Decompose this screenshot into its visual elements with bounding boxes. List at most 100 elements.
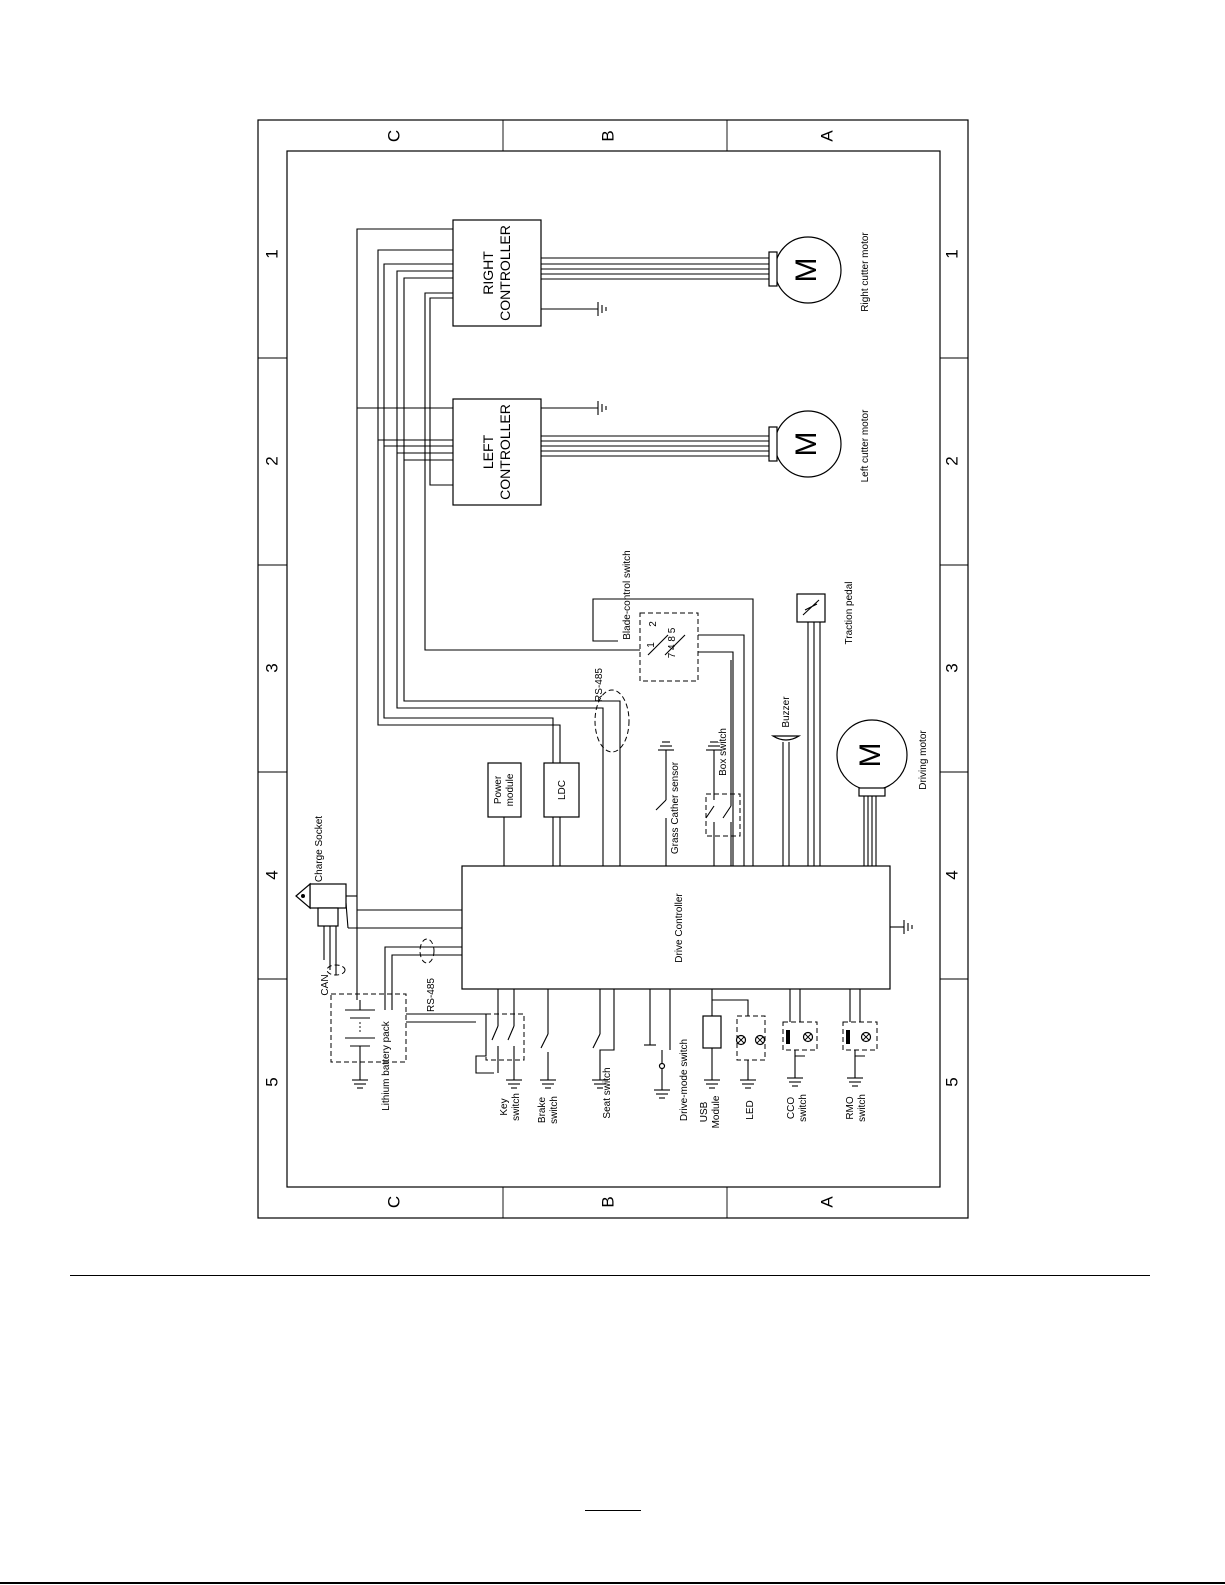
left-cutter-motor-label: Left cutter motor [860,409,871,482]
rmo-switch-label: switch [857,1094,868,1122]
battery-icon [345,1000,375,1089]
zone-dividers [258,120,968,1218]
driving-motor-label: Driving motor [918,730,929,790]
drive-mode-switch-label: Drive-mode switch [679,1039,690,1121]
can-bundle [326,964,346,976]
buzzer-icon [770,735,802,866]
grid-col-label-right: 4 [942,870,961,879]
blade-switch-contact [664,634,686,656]
brake-switch-label: switch [549,1096,560,1124]
grid-row-label-top: C [384,130,403,142]
grid-row-label-top: B [598,130,617,141]
grid-col-label-left: 3 [262,663,281,672]
right-cutter-motor-label: Right cutter motor [860,232,871,312]
box-switch-icon [705,660,741,866]
grass-catcher-sensor-icon [655,741,674,866]
left-controller-motor-wires [541,407,770,457]
grass-catcher-sensor-label: Grass Cather sensor [670,761,681,854]
led-icon [735,1015,766,1089]
blade-switch-pin-label: 1 [646,642,657,648]
led-label: LED [745,1100,756,1119]
drive-controller-label: Drive Controller [674,893,685,963]
motor-symbol: M [790,258,823,283]
left-controller-box [452,398,542,506]
lithium-battery-pack-box [330,993,407,1063]
power-module-label: Power [493,775,504,804]
key-switch-label: switch [511,1093,522,1121]
ground-icon [890,920,913,934]
drive-controller-box [461,865,891,990]
rmo-switch-icon [842,989,878,1087]
ldc-label: LDC [557,780,568,800]
blade-switch-feed [592,598,754,866]
key-switch-label: Key [499,1098,510,1115]
can-label: CAN [320,974,331,995]
power-module-label: module [505,773,516,806]
rs485-top-bundle [594,689,630,753]
motor-terminal [858,787,886,797]
blade-switch-wire [698,651,734,866]
usb-module-label: USB [699,1101,710,1122]
grid-row-label-bottom: B [598,1196,617,1207]
grid-col-label-left: 1 [262,249,281,258]
buzzer-label: Buzzer [781,696,792,728]
grid-col-label-left: 5 [262,1077,281,1086]
key-switch-icon [485,989,525,1089]
right-controller-box [452,219,542,327]
ground-icon [597,302,607,316]
blade-control-switch-box [639,612,699,682]
grid-row-label-bottom: A [817,1196,836,1208]
charge-socket-label: Charge Socket [314,816,325,882]
drive-mode-switch-icon [644,989,671,1099]
seat-switch-icon [592,989,615,1089]
motor-terminal [768,426,778,462]
blade-switch-contact [647,634,669,656]
page-divider [70,1275,1150,1276]
left-controller-label: LEFT [480,434,496,469]
blade-switch-pin-label: 7 4 8 5 [667,627,678,658]
blade-switch-pin-label: 2 [648,621,659,627]
box-switch-label: Box switch [718,728,729,776]
outer-frame [257,119,969,1219]
charge-socket-icon [295,882,357,975]
battery-key-wire [406,1013,494,1074]
rs485-left-bundle [419,938,435,964]
ground-icon [597,401,607,415]
grid-col-label-right: 1 [942,249,961,258]
grid-col-label-right: 2 [942,456,961,465]
driving-motor-wires [863,796,877,866]
grid-col-label-right: 3 [942,663,961,672]
seat-switch-label: Seat switch [602,1067,613,1118]
right-controller-label: RIGHT [480,251,496,295]
grid-row-label-top: A [817,130,836,142]
rmo-switch-label: RMO [845,1096,856,1120]
ldc-box [543,762,580,818]
motor-terminal [768,251,778,287]
traction-pedal-glyph [802,599,820,616]
left-controller-label: CONTROLLER [497,404,513,500]
usb-module-label: Module [711,1095,722,1128]
brake-switch-label: Brake [537,1097,548,1124]
page-number-underline [585,1510,641,1511]
right-controller-motor-wires [541,257,770,310]
power-module-box [487,762,522,818]
cco-switch-label: CCO [786,1097,797,1119]
blade-switch-wire [698,634,745,866]
cco-switch-label: switch [798,1094,809,1122]
inner-frame [286,150,941,1188]
grid-col-label-left: 2 [262,456,281,465]
brake-switch-icon [540,989,556,1089]
grid-col-label-right: 5 [942,1077,961,1086]
motor-symbol: M [790,432,823,457]
usb-module-icon [702,989,749,1089]
cco-switch-icon [782,989,818,1087]
rs485-top-label: RS-485 [594,668,605,702]
drive-controller-feeds [348,909,462,1010]
grid-row-label-bottom: C [384,1196,403,1208]
grid-col-label-left: 4 [262,870,281,879]
motor-symbol: M [854,743,887,768]
lithium-battery-pack-label: Lithium battery pack [381,1020,392,1110]
blade-control-switch-label: Blade-control switch [622,550,633,639]
page-bottom-border [0,1582,1225,1584]
